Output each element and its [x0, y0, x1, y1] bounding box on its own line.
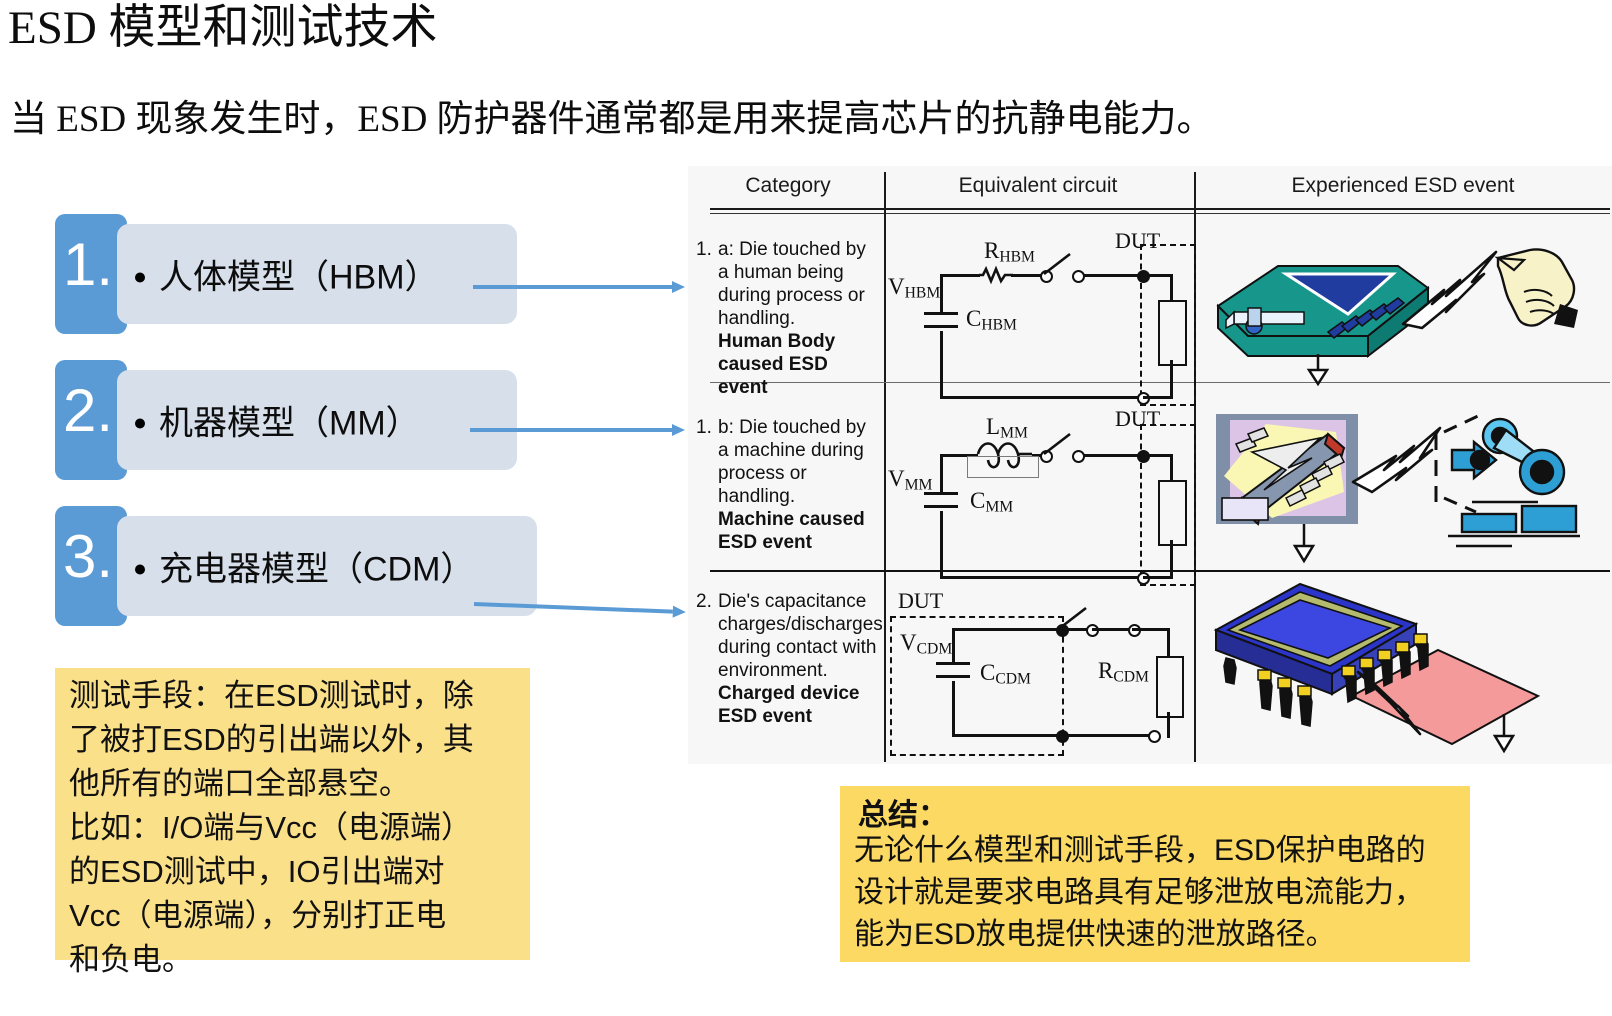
model-item-hbm-number: 1.: [63, 231, 114, 298]
test-method-note: 测试手段：在ESD测试时，除 了被打ESD的引出端以外，其 他所有的端口全部悬空…: [55, 668, 530, 977]
row-2-dut-box: [1140, 424, 1196, 586]
row-2-category-bold: Machine caused ESD event: [718, 509, 865, 553]
row-3-cap-label: CCDM: [980, 660, 1031, 688]
row-1-category-text: a: Die touched by a human being during p…: [718, 239, 866, 329]
model-item-hbm[interactable]: 1. 人体模型（HBM）: [55, 214, 517, 334]
bullet-dot-icon: [135, 564, 145, 575]
page-subtitle: 当 ESD 现象发生时，ESD 防护器件通常都是用来提高芯片的抗静电能力。: [10, 99, 1214, 140]
dut-resistor-icon: [1158, 480, 1187, 546]
summary-note-heading: 总结：: [858, 799, 948, 832]
header-rule-bottom: [710, 213, 1610, 214]
row-3-resistor-icon: [1156, 656, 1184, 718]
row-2-category: 1. b: Die touched by a machine during pr…: [696, 416, 881, 554]
model-item-mm-number-tab: 2.: [55, 360, 127, 480]
note-left-line: 的ESD测试中，IO引出端对: [69, 854, 445, 889]
column-header-category: Category: [745, 174, 831, 197]
row-2-source-label: VMM: [888, 466, 933, 494]
row-1-category: 1. a: Die touched by a human being durin…: [696, 238, 881, 399]
model-item-hbm-panel[interactable]: 人体模型（HBM）: [117, 224, 517, 324]
summary-note-body: 无论什么模型和测试手段，ESD保护电路的 设计就是要求电路具有足够泄放电流能力，…: [854, 830, 1464, 956]
dut-bottom-node-icon: [1056, 730, 1069, 743]
row-2-illustration-chip-robot: [1216, 414, 1580, 564]
note-left-line: Vcc（电源端），分别打正电: [69, 898, 447, 933]
model-item-hbm-label: 人体模型（HBM）: [159, 258, 439, 297]
row-3-source-label: VCDM: [900, 630, 953, 658]
row-1-dut-box: [1140, 244, 1196, 406]
note-left-line: 他所有的端口全部悬空。: [69, 766, 410, 801]
note-left-line: 比如：I/O端与Vcc（电源端）: [69, 810, 473, 845]
bottom-node-icon: [1148, 730, 1161, 743]
note-right-line: 能为ESD放电提供快速的泄放路径。: [854, 918, 1336, 951]
column-header-experienced-event: Experienced ESD event: [1291, 174, 1515, 197]
switch-node-right-icon: [1072, 270, 1085, 283]
header-rule-top: [710, 208, 1610, 210]
row-rule-2: [710, 570, 1610, 572]
switch-blade-icon: [1043, 252, 1071, 276]
model-item-mm-label-wrap: 机器模型（MM）: [135, 396, 420, 445]
note-left-line: 了被打ESD的引出端以外，其: [69, 722, 474, 757]
connector-arrow-hbm: [473, 281, 685, 293]
model-item-cdm-panel[interactable]: 充电器模型（CDM）: [117, 516, 537, 616]
model-item-cdm[interactable]: 3. 充电器模型（CDM）: [55, 506, 537, 626]
page-title: ESD 模型和测试技术: [8, 2, 438, 54]
row-1-source-label: VHBM: [888, 274, 941, 302]
esd-models-table: Category Equivalent circuit Experienced …: [688, 166, 1612, 764]
test-method-note-body: 测试手段：在ESD测试时，除 了被打ESD的引出端以外，其 他所有的端口全部悬空…: [69, 674, 524, 982]
row-2-series-label: LMM: [986, 414, 1028, 442]
model-item-cdm-label: 充电器模型（CDM）: [159, 550, 475, 589]
model-item-hbm-number-tab: 1.: [55, 214, 127, 334]
note-right-line: 设计就是要求电路具有足够泄放电流能力，: [854, 876, 1424, 909]
model-item-hbm-label-wrap: 人体模型（HBM）: [135, 250, 439, 299]
column-header-equivalent-circuit: Equivalent circuit: [958, 174, 1118, 197]
row-2-dut-label: DUT: [1115, 406, 1161, 431]
model-item-mm-number: 2.: [63, 377, 114, 444]
row-1-category-bold: Human Body caused ESD event: [718, 331, 836, 398]
row-3-category-text: Die's capacitance charges/discharges dur…: [718, 591, 883, 681]
row-2-category-text: b: Die touched by a machine during proce…: [718, 417, 866, 507]
note-left-line: 测试手段：在ESD测试时，除: [69, 678, 474, 713]
note-left-line: 和负电。: [69, 942, 193, 977]
switch-blade-icon: [1059, 606, 1087, 630]
row-1-illustration-chip-hand: [1216, 248, 1578, 387]
connector-arrow-mm: [470, 424, 685, 436]
row-2-cap-label: CMM: [970, 488, 1014, 516]
model-item-mm-label: 机器模型（MM）: [159, 404, 420, 443]
row-3-series-label: RCDM: [1098, 658, 1149, 686]
switch-node-right-icon: [1072, 450, 1085, 463]
inductor-core-box: [967, 456, 1039, 478]
row-1-cap-label: CHBM: [966, 306, 1017, 334]
resistor-symbol-icon: [979, 265, 1013, 285]
note-right-line: 无论什么模型和测试手段，ESD保护电路的: [854, 834, 1426, 867]
model-item-mm[interactable]: 2. 机器模型（MM）: [55, 360, 517, 480]
model-item-mm-panel[interactable]: 机器模型（MM）: [117, 370, 517, 470]
row-2-number: 1.: [696, 417, 712, 438]
row-1-number: 1.: [696, 239, 712, 260]
row-rule-1: [710, 382, 1610, 383]
divider-category-circuit: [884, 172, 886, 762]
row-1-dut-label: DUT: [1115, 228, 1161, 253]
bullet-dot-icon: [135, 418, 145, 429]
row-1-series-label: RHBM: [984, 238, 1035, 266]
switch-blade-icon: [1043, 432, 1071, 456]
row-3-category-bold: Charged device ESD event: [718, 683, 860, 727]
summary-note: 总结： 无论什么模型和测试手段，ESD保护电路的 设计就是要求电路具有足够泄放电…: [840, 786, 1470, 962]
row-3-dut-box: [890, 616, 1064, 756]
bullet-dot-icon: [135, 272, 145, 283]
row-3-dut-label: DUT: [898, 588, 944, 613]
model-item-cdm-number-tab: 3.: [55, 506, 127, 626]
model-item-cdm-label-wrap: 充电器模型（CDM）: [135, 542, 474, 591]
row-3-category: 2. Die's capacitance charges/discharges …: [696, 590, 883, 728]
row-3-illustration-package-plane: [1213, 582, 1541, 754]
row-3-number: 2.: [696, 591, 712, 612]
model-item-cdm-number: 3.: [63, 523, 114, 590]
inductor-symbol-icon: [976, 442, 1032, 469]
dut-resistor-icon: [1158, 300, 1187, 366]
